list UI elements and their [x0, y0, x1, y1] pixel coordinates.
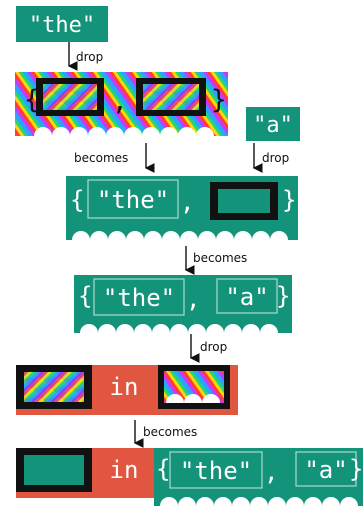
the-inner-text-2: "the" [103, 284, 175, 312]
the-inner-text-3: "the" [180, 457, 252, 485]
open-brace: { [24, 85, 40, 115]
becomes-label-2: becomes [193, 251, 247, 265]
comma-3: , [186, 285, 200, 313]
drop-label-2: drop [262, 151, 289, 165]
the-token-block: "the" [16, 6, 108, 42]
comma-2: , [180, 188, 194, 216]
becomes-arrow-1: becomes [74, 143, 155, 173]
becomes-label-3: becomes [143, 425, 197, 439]
a-token-block: "a" [246, 107, 300, 141]
open-brace-3: { [78, 282, 92, 310]
becomes-label-1: becomes [74, 151, 128, 165]
open-brace-2: { [70, 186, 84, 214]
full-set-block: { "the" , "a" } [74, 275, 292, 333]
comma-1: , [112, 87, 128, 117]
close-brace-4: } [349, 455, 363, 483]
close-brace: } [211, 85, 227, 115]
the-inner-text: "the" [97, 186, 169, 214]
in-keyword: in [110, 373, 139, 401]
drop-arrow-2: drop [252, 143, 289, 173]
close-brace-3: } [276, 282, 290, 310]
set-with-the-block: { "the" , } [66, 176, 298, 240]
in-expression-block: in [16, 365, 238, 415]
becomes-arrow-3: becomes [133, 420, 197, 448]
in-keyword-2: in [110, 456, 139, 484]
drop-label-1: drop [76, 50, 103, 64]
scallop-mini [166, 394, 220, 403]
a-inner-text: "a" [225, 283, 268, 311]
final-in-expression-block: in { "the" , "a" } [16, 448, 363, 506]
drop-label-3: drop [200, 340, 227, 354]
the-token-text: "the" [29, 13, 95, 38]
close-brace-2: } [282, 186, 296, 214]
drop-arrow-1: drop [67, 42, 103, 71]
scallop-row-4 [160, 497, 358, 506]
rainbow-set-block: { , } [15, 72, 228, 136]
open-brace-4: { [156, 455, 170, 483]
scallop-row-3 [80, 324, 278, 333]
a-token-text: "a" [253, 113, 293, 138]
scallop-row-2 [72, 231, 288, 240]
a-inner-text-2: "a" [304, 456, 347, 484]
scallop-row-1 [34, 127, 214, 136]
drop-arrow-3: drop [189, 334, 227, 363]
comma-4: , [264, 458, 278, 486]
becomes-arrow-2: becomes [184, 246, 247, 275]
